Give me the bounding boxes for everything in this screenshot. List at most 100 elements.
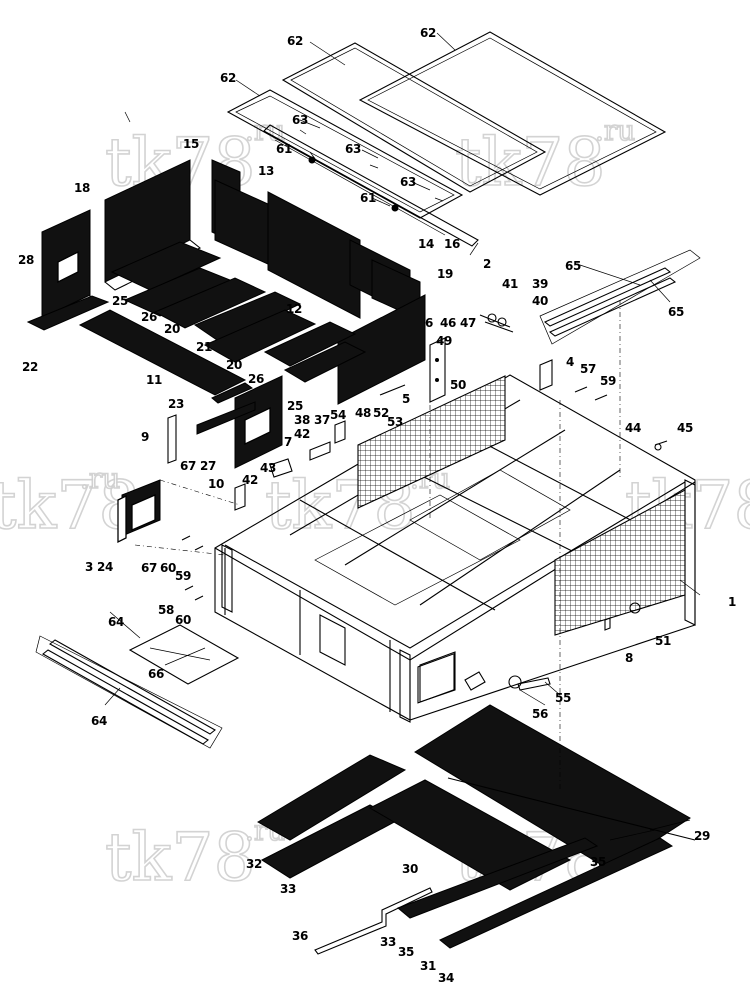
callout-42: 42 — [294, 427, 310, 441]
callout-38: 38 — [294, 413, 310, 427]
callout-10: 10 — [208, 477, 224, 491]
callout-62: 62 — [287, 34, 303, 48]
callout-20: 20 — [164, 322, 180, 336]
callout-31: 31 — [420, 959, 436, 973]
top-rail — [263, 124, 479, 247]
callout-65: 65 — [565, 259, 581, 273]
callout-60: 60 — [175, 613, 191, 627]
callout-4: 4 — [566, 355, 574, 369]
floor-strips — [26, 241, 367, 404]
callout-60: 60 — [160, 561, 176, 575]
callout-67: 67 — [141, 561, 157, 575]
callout-46: 46 — [440, 316, 456, 330]
callout-29: 29 — [694, 829, 710, 843]
callout-28: 28 — [18, 253, 34, 267]
bottom-panels — [257, 704, 696, 955]
callout-8: 8 — [625, 651, 633, 665]
callout-59: 59 — [175, 569, 191, 583]
callout-59: 59 — [600, 374, 616, 388]
callout-25: 25 — [112, 294, 128, 308]
callout-48: 48 — [355, 406, 371, 420]
callout-65: 65 — [668, 305, 684, 319]
callout-5: 5 — [402, 392, 410, 406]
callout-64: 64 — [91, 714, 107, 728]
callout-6: 6 — [425, 316, 433, 330]
callout-36: 36 — [292, 929, 308, 943]
callout-56: 56 — [532, 707, 548, 721]
leader-lines — [104, 32, 701, 841]
callout-55: 55 — [555, 691, 571, 705]
callout-62: 62 — [220, 71, 236, 85]
callout-61: 61 — [360, 191, 376, 205]
watermark-text: tk78 — [105, 819, 256, 896]
callout-45: 45 — [677, 421, 693, 435]
watermark-text: tk78 — [455, 124, 606, 201]
callout-37: 37 — [314, 413, 330, 427]
callout-7: 7 — [284, 435, 292, 449]
callout-49: 49 — [436, 334, 452, 348]
callout-62: 62 — [420, 26, 436, 40]
callout-11: 11 — [146, 373, 162, 387]
callout-63: 63 — [345, 142, 361, 156]
main-frame — [214, 374, 696, 723]
callout-35: 35 — [590, 855, 606, 869]
callout-32: 32 — [246, 857, 262, 871]
callout-47: 47 — [460, 316, 476, 330]
callout-9: 9 — [141, 430, 149, 444]
callout-21: 21 — [196, 340, 212, 354]
callout-26: 26 — [141, 310, 157, 324]
callout-58: 58 — [158, 603, 174, 617]
callout-3: 3 — [85, 560, 93, 574]
rails-left — [35, 635, 223, 749]
callout-24: 24 — [97, 560, 113, 574]
callout-39: 39 — [532, 277, 548, 291]
callout-30: 30 — [402, 862, 418, 876]
top-seal-frames — [226, 31, 667, 219]
callout-35: 35 — [398, 945, 414, 959]
callout-67: 67 — [180, 459, 196, 473]
callout-14: 14 — [418, 237, 434, 251]
callout-26: 26 — [248, 372, 264, 386]
callout-25: 25 — [287, 399, 303, 413]
callout-63: 63 — [400, 175, 416, 189]
callout-41: 41 — [502, 277, 518, 291]
callout-57: 57 — [580, 362, 596, 376]
callout-63: 63 — [292, 113, 308, 127]
callout-64: 64 — [108, 615, 124, 629]
callout-19: 19 — [437, 267, 453, 281]
callout-44: 44 — [625, 421, 641, 435]
callout-27: 27 — [200, 459, 216, 473]
rails-right — [539, 249, 701, 345]
callout-22: 22 — [22, 360, 38, 374]
callout-20: 20 — [226, 358, 242, 372]
hardware — [167, 313, 668, 691]
callout-layer: 62 62 62 63 63 63 61 61 15 13 18 28 14 1… — [18, 26, 736, 985]
callout-40: 40 — [532, 294, 548, 308]
callout-34: 34 — [438, 971, 454, 985]
callout-12: 12 — [286, 302, 302, 316]
callout-50: 50 — [450, 378, 466, 392]
wall-panels — [41, 159, 426, 469]
callout-51: 51 — [655, 634, 671, 648]
callout-42: 42 — [242, 473, 258, 487]
callout-13: 13 — [258, 164, 274, 178]
callout-53: 53 — [387, 415, 403, 429]
watermark-suffix: .ru — [595, 114, 635, 147]
callout-33: 33 — [380, 935, 396, 949]
callout-23: 23 — [168, 397, 184, 411]
callout-43: 43 — [260, 461, 276, 475]
watermark-suffix: .ru — [80, 462, 120, 495]
callout-16: 16 — [444, 237, 460, 251]
callout-1: 1 — [728, 595, 736, 609]
callout-52: 52 — [373, 406, 389, 420]
callout-15: 15 — [183, 137, 199, 151]
callout-54: 54 — [330, 408, 346, 422]
callout-18: 18 — [74, 181, 90, 195]
callout-61: 61 — [276, 142, 292, 156]
callout-33: 33 — [280, 882, 296, 896]
callout-2: 2 — [483, 257, 491, 271]
grille — [128, 624, 240, 685]
watermarks: tk78 .ru tk78 .ru tk78 .ru tk78 .ru tk78… — [0, 113, 750, 897]
filter-box — [117, 479, 161, 544]
